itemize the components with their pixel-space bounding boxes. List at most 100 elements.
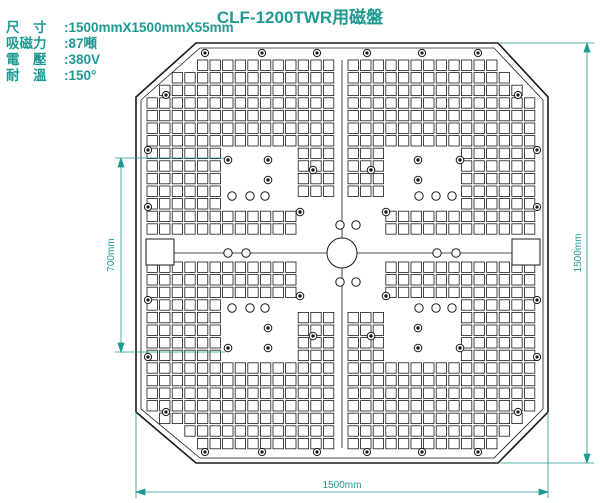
pole-cell bbox=[385, 223, 397, 235]
pole-cell bbox=[297, 324, 310, 336]
pole-cell bbox=[385, 110, 397, 122]
pole-cell bbox=[347, 72, 359, 84]
pole-cell bbox=[184, 337, 196, 349]
pole-cell bbox=[498, 324, 511, 336]
pole-cell bbox=[372, 362, 385, 374]
pole-cell bbox=[159, 198, 171, 210]
pole-cell bbox=[347, 84, 359, 96]
pole-cell bbox=[272, 72, 284, 84]
pole-cell bbox=[524, 400, 536, 412]
pole-cell bbox=[448, 374, 460, 387]
pole-cell bbox=[322, 59, 335, 71]
pole-cell bbox=[473, 210, 485, 222]
pole-cell bbox=[460, 147, 473, 159]
pole-cell bbox=[146, 97, 158, 109]
pole-cell bbox=[146, 324, 158, 336]
pole-cell bbox=[247, 387, 259, 399]
mounting-bolt-center bbox=[458, 158, 462, 162]
pole-cell bbox=[347, 59, 359, 71]
pole-cell bbox=[297, 160, 310, 172]
pole-cell bbox=[297, 337, 310, 349]
pole-cell bbox=[209, 425, 221, 437]
pole-cell bbox=[372, 185, 385, 197]
pole-cell bbox=[448, 437, 460, 450]
mounting-bolt-center bbox=[384, 210, 388, 214]
pole-cell bbox=[360, 72, 372, 84]
pole-cell bbox=[423, 274, 435, 286]
pole-cell bbox=[146, 274, 158, 286]
pole-cell bbox=[360, 437, 372, 450]
pole-cell bbox=[435, 97, 448, 109]
pole-cell bbox=[498, 337, 511, 349]
pole-cell bbox=[360, 324, 372, 336]
pole-cell bbox=[498, 97, 511, 109]
spec-temperature: 耐 溫:150° bbox=[6, 68, 234, 84]
pole-cell bbox=[410, 84, 422, 96]
pole-cell bbox=[159, 311, 171, 324]
pole-cell bbox=[196, 172, 209, 185]
pole-cell bbox=[272, 84, 284, 96]
pole-cell bbox=[347, 110, 359, 122]
pole-cell bbox=[360, 400, 372, 412]
pole-cell bbox=[209, 299, 221, 311]
pole-cell bbox=[184, 299, 196, 311]
pole-cell bbox=[423, 210, 435, 222]
pole-cell bbox=[372, 135, 385, 147]
pole-cell bbox=[460, 400, 473, 412]
pole-cell bbox=[285, 210, 297, 222]
pole-cell bbox=[209, 72, 221, 84]
pole-cell bbox=[473, 400, 485, 412]
dimension-width bbox=[134, 412, 550, 498]
pole-cell bbox=[498, 172, 511, 185]
pole-cell bbox=[473, 84, 485, 96]
pole-cell bbox=[184, 387, 196, 399]
mounting-bolt-center bbox=[416, 326, 420, 330]
pole-cell bbox=[473, 147, 485, 159]
mounting-bolt-center bbox=[226, 158, 230, 162]
pole-cell bbox=[196, 160, 209, 172]
pole-cell bbox=[473, 349, 485, 362]
pole-cell bbox=[297, 172, 310, 185]
pole-cell bbox=[372, 437, 385, 450]
pole-cell bbox=[247, 135, 259, 147]
perimeter-bolt-center bbox=[203, 450, 207, 454]
pole-cell bbox=[310, 147, 322, 159]
pole-cell bbox=[347, 387, 359, 399]
pole-cell bbox=[209, 135, 221, 147]
pole-cell bbox=[498, 160, 511, 172]
pole-cell bbox=[423, 72, 435, 84]
pole-cell bbox=[322, 412, 335, 425]
pole-cell bbox=[360, 110, 372, 122]
pole-cell bbox=[347, 135, 359, 147]
pole-cell bbox=[473, 311, 485, 324]
pole-cell bbox=[498, 261, 511, 273]
pole-cell bbox=[524, 185, 536, 197]
pole-cell bbox=[347, 374, 359, 387]
pole-cell bbox=[460, 198, 473, 210]
pole-cell bbox=[347, 412, 359, 425]
pole-cell bbox=[222, 274, 234, 286]
pole-cell bbox=[259, 223, 272, 235]
pole-cell bbox=[184, 261, 196, 273]
open-hole bbox=[447, 191, 457, 201]
pole-cell bbox=[486, 147, 498, 159]
pole-cell bbox=[310, 412, 322, 425]
pole-cell bbox=[473, 337, 485, 349]
pole-cell bbox=[272, 286, 284, 299]
pole-cell bbox=[310, 72, 322, 84]
perimeter-bolt-center bbox=[535, 298, 539, 302]
pole-cell bbox=[297, 110, 310, 122]
pole-cell bbox=[435, 374, 448, 387]
pole-cell bbox=[171, 147, 183, 159]
pole-cell bbox=[460, 324, 473, 336]
terminal-box-left bbox=[145, 238, 175, 266]
pole-cell bbox=[184, 135, 196, 147]
pole-cell bbox=[159, 147, 171, 159]
pole-cell bbox=[285, 362, 297, 374]
pole-cell bbox=[524, 135, 536, 147]
pole-cell bbox=[222, 59, 234, 71]
pole-cell bbox=[159, 122, 171, 134]
perimeter-bolt-center bbox=[146, 148, 150, 152]
pole-cell bbox=[410, 286, 422, 299]
pole-cell bbox=[460, 261, 473, 273]
